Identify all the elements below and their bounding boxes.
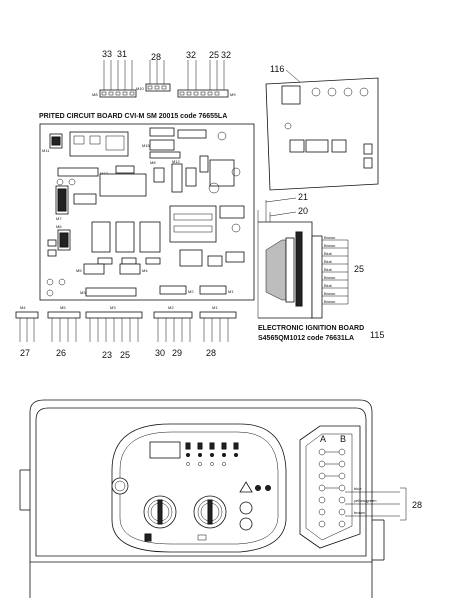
warning-triangle-icon (239, 481, 253, 493)
status-icon-3 (209, 442, 215, 450)
ref-26: 26 (56, 348, 66, 358)
top-conn-m10-label: M10 (136, 86, 145, 91)
top-connector-m10: M10 (136, 60, 171, 92)
radiator-icon (144, 533, 152, 542)
wire-label-2: Brown (324, 243, 335, 248)
ext-wire-label-brown: brown (354, 510, 365, 515)
wire-label-7: Blue (324, 283, 333, 288)
status-icon-1 (185, 442, 191, 450)
pcb-m6-label: M6 (56, 224, 62, 229)
ref-25-bottom: 25 (120, 350, 130, 360)
ref-28-right: 28 (412, 500, 422, 510)
lock-led (265, 485, 271, 491)
ignition-board-title-1: ELECTRONIC IGNITION BOARD (258, 325, 364, 332)
wire-conn-m5-label: M5 (60, 305, 66, 310)
pressure-gauge (111, 477, 129, 495)
display-screen (149, 441, 181, 459)
pcb-m3-label: M3 (80, 290, 86, 295)
reset-button[interactable] (239, 501, 253, 515)
control-panel (111, 423, 287, 553)
pcb-m15-label: M15 (142, 143, 151, 148)
ref-116: 116 (270, 64, 284, 74)
terminal-b-label: B (340, 434, 346, 444)
ref-32-b: 32 (221, 50, 231, 60)
pcb-m12-label: M12 (172, 159, 181, 164)
boiler-front-panel: A B blue yellow/green br (19, 399, 422, 598)
top-conn-m9-label: M9 (230, 92, 236, 97)
pcb-m2-label: M2 (188, 289, 194, 294)
pcb-wiring-bottom: M4 M5 M3 M2 M1 27 26 23 25 (15, 305, 237, 360)
wire-label-3: Blue (324, 251, 333, 256)
ref-23: 23 (102, 350, 112, 360)
ref-20: 20 (298, 206, 308, 216)
status-icon-5 (233, 442, 239, 450)
pcb-m7-label: M7 (56, 216, 62, 221)
ref-21: 21 (298, 192, 308, 202)
pcb-m4-label: M4 (142, 268, 148, 273)
ext-wire-label-yellow-green: yellow/green (354, 498, 376, 503)
ref-28-bottom: 28 (206, 348, 216, 358)
top-conn-m8-label: M8 (92, 92, 98, 97)
ref-28-top: 28 (151, 52, 161, 62)
ref-115: 115 (370, 330, 384, 340)
ref-31: 31 (117, 49, 127, 59)
ref-27: 27 (20, 348, 30, 358)
status-icon-2 (197, 442, 203, 450)
pcb-m11-label: M11 (42, 148, 50, 153)
wire-label-8: Brown (324, 291, 335, 296)
wire-conn-m1-label: M1 (212, 305, 218, 310)
wire-conn-m4-label: M4 (20, 305, 26, 310)
wire-label-4: Blue (324, 259, 333, 264)
wire-label-9: Brown (324, 299, 335, 304)
wire-label-6: Brown (324, 275, 335, 280)
pcb-title: PRITED CIRCUIT BOARD CVI-M SM 20015 code… (39, 113, 227, 120)
ref-32-a: 32 (186, 50, 196, 60)
wire-conn-m3-label: M3 (110, 305, 116, 310)
flame-led (255, 485, 261, 491)
mode-button[interactable] (239, 517, 253, 531)
pcb-m8-label: M8 (150, 160, 156, 165)
pcb-m5-label: M5 (76, 268, 82, 273)
wire-conn-m2-label: M2 (168, 305, 174, 310)
wire-label-1: Brown (324, 235, 335, 240)
top-connector-m9: M9 (177, 60, 236, 98)
terminal-a-label: A (320, 434, 326, 444)
ref-30: 30 (155, 348, 165, 358)
ignition-board-title-2: S4565QM1012 code 76631LA (258, 335, 354, 342)
ref-25-top: 25 (209, 50, 219, 60)
pcb-diagram: M8 M10 M9 33 31 (39, 49, 255, 301)
pcb-m1-label: M1 (228, 289, 234, 294)
dhw-knob[interactable] (193, 495, 227, 529)
ignition-board-wiring: 21 20 Brown Brown Blue Blue Blue Brown B… (257, 192, 384, 342)
terminal-block: A B (299, 425, 361, 549)
ext-wire-label-blue: blue (354, 486, 362, 491)
ref-29: 29 (172, 348, 182, 358)
pcb-m13-label: M13 (100, 171, 109, 176)
tap-icon (197, 534, 207, 541)
ref-33: 33 (102, 49, 112, 59)
wire-label-5: Blue (324, 267, 333, 272)
ref-25-right: 25 (354, 264, 364, 274)
status-icon-4 (221, 442, 227, 450)
top-connector-m8: M8 (92, 60, 137, 98)
heating-knob[interactable] (143, 495, 177, 529)
ignition-module-top: 116 (265, 64, 379, 191)
